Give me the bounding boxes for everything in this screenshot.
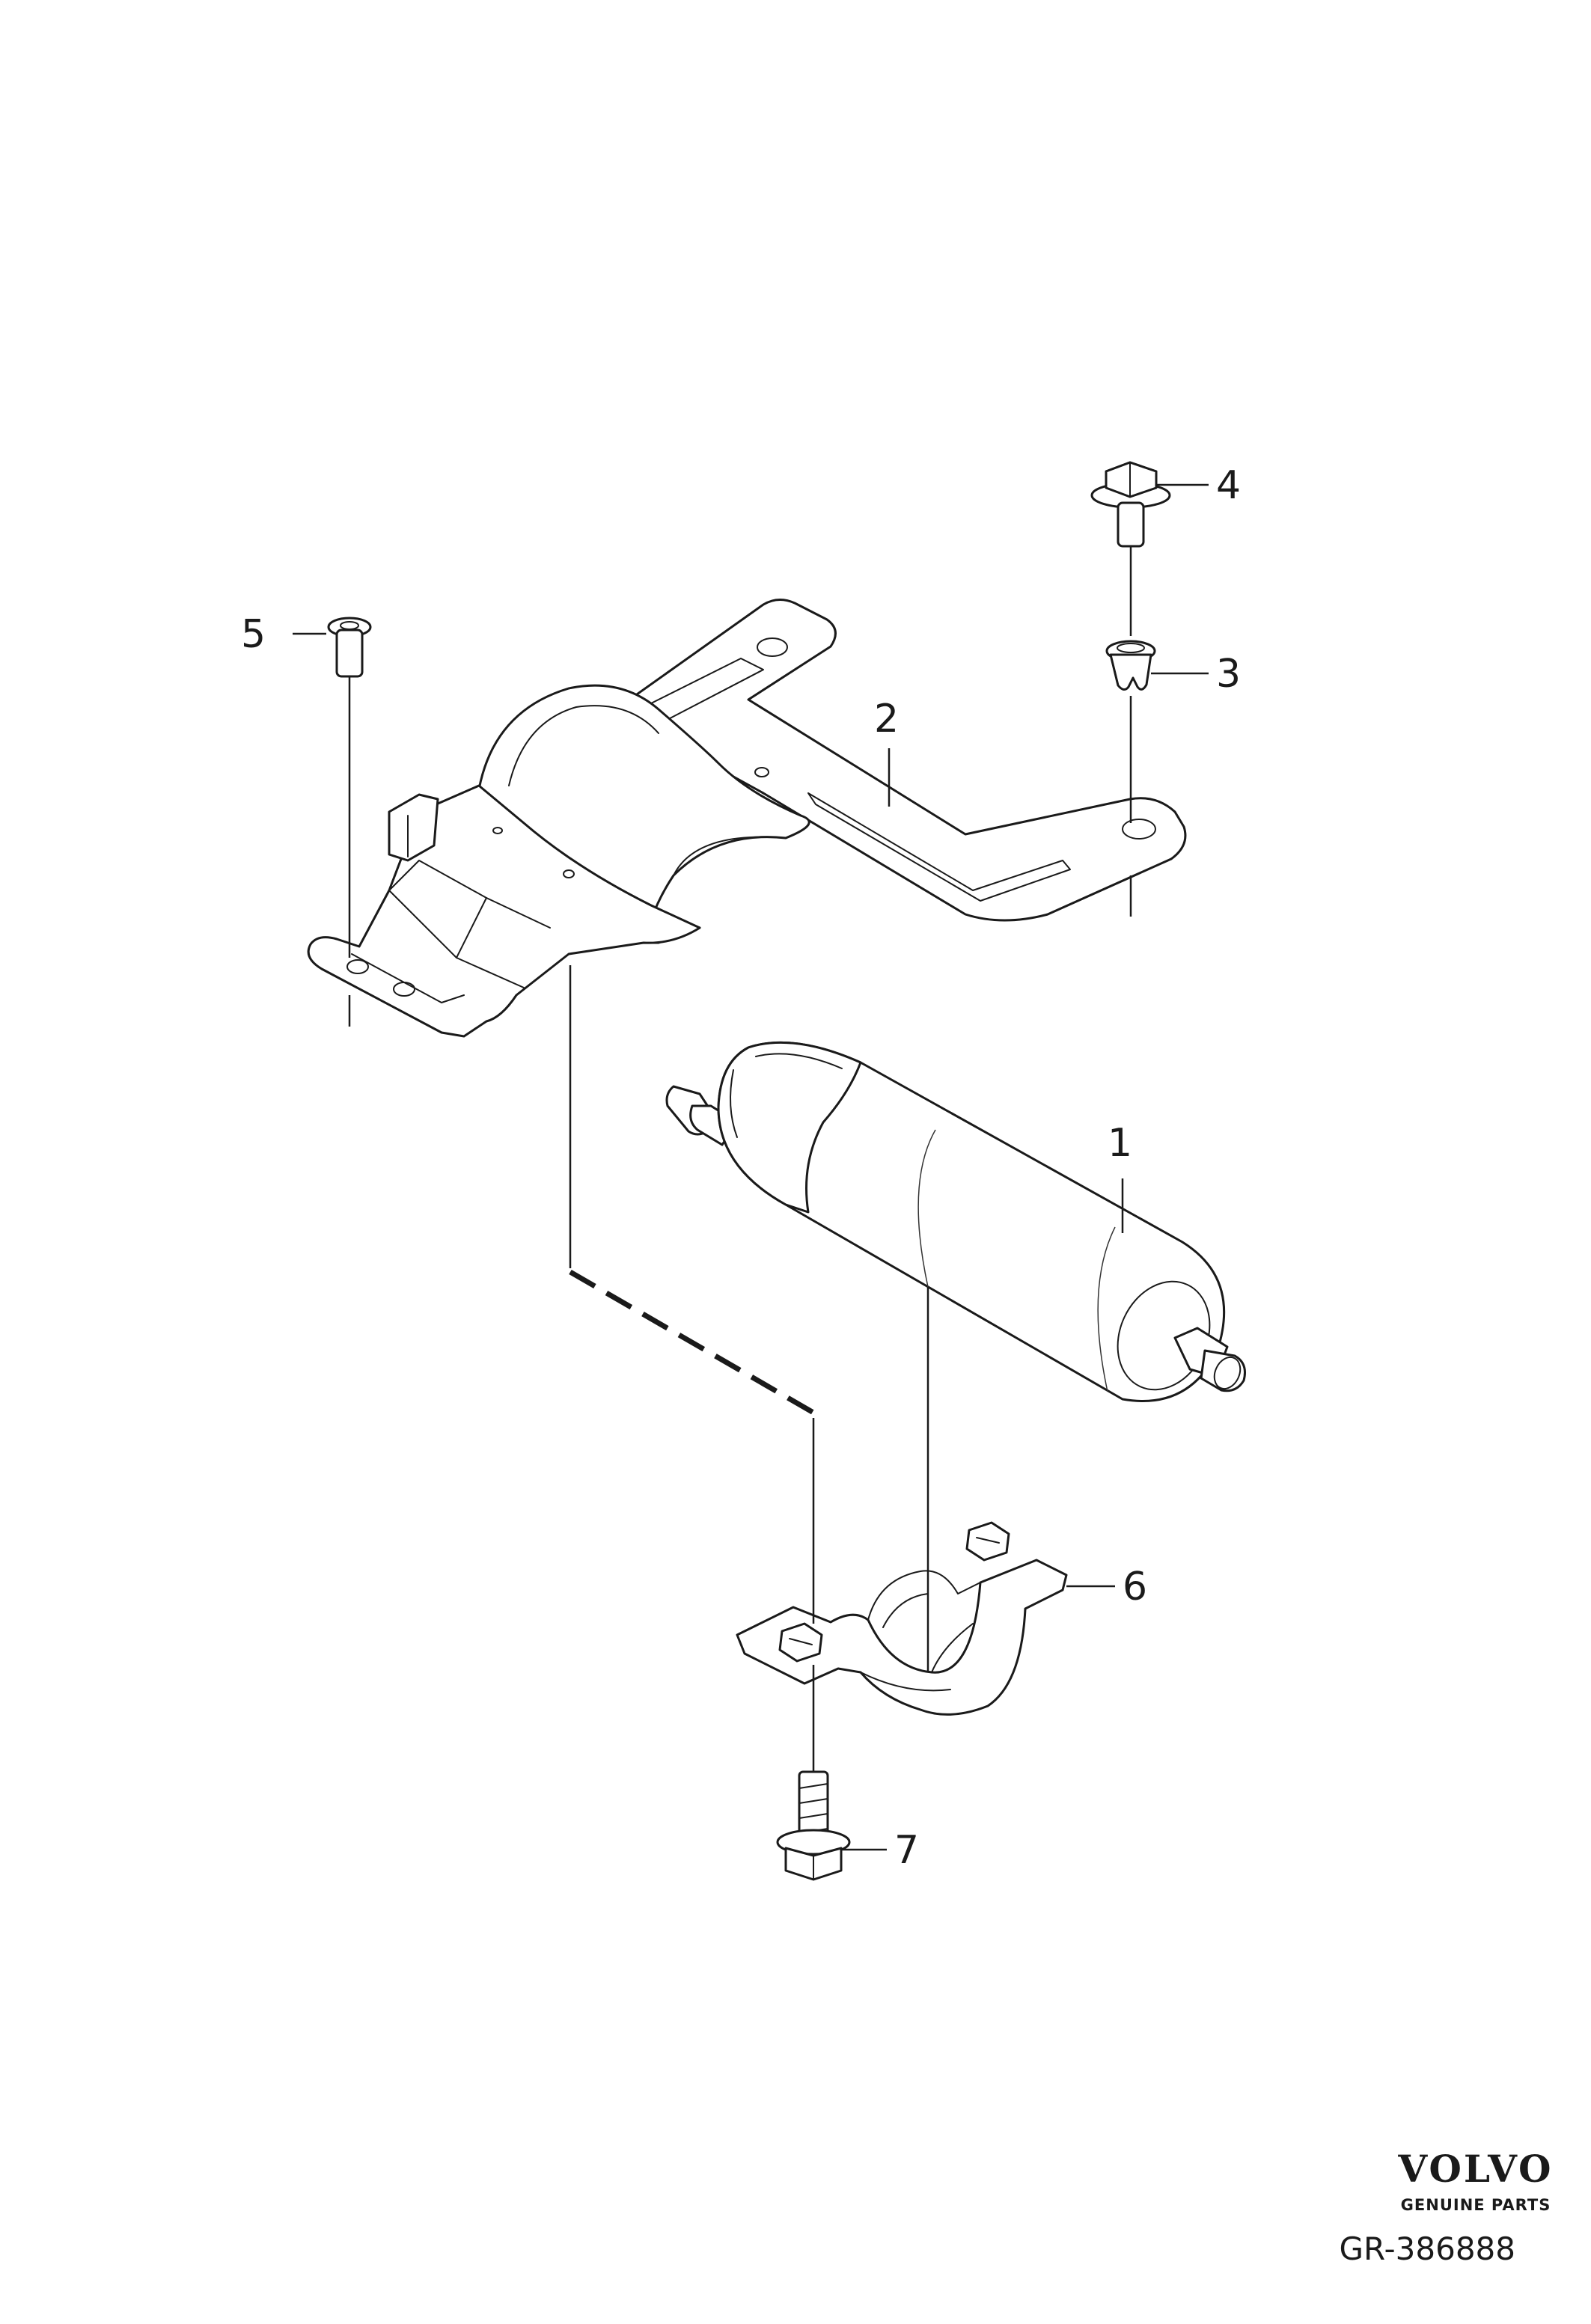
clamp-part-6 (736, 1521, 1068, 1716)
callout-2: 2 (874, 697, 899, 741)
fuel-filter-part-1 (665, 1041, 1246, 1402)
brand-name: VOLVO (1397, 2147, 1553, 2191)
bracket-part-2 (307, 599, 1187, 1038)
callout-1: 1 (1108, 1121, 1132, 1166)
diagram-reference: GR-386888 (1339, 2230, 1515, 2267)
callout-6: 6 (1123, 1565, 1147, 1609)
brand-tagline: GENUINE PARTS (1401, 2196, 1551, 2214)
bolt-part-7 (776, 1770, 851, 1881)
callout-7: 7 (894, 1828, 919, 1873)
alignment-lines (348, 546, 1132, 1772)
callout-labels: 1 2 3 4 5 6 7 (241, 463, 1241, 1873)
clip-nut-part-3 (1105, 640, 1156, 691)
callout-3: 3 (1216, 652, 1241, 697)
callout-4: 4 (1216, 463, 1241, 508)
volvo-logo: VOLVO GENUINE PARTS (1397, 2147, 1553, 2214)
callout-leaders (293, 483, 1209, 1851)
bolt-part-4 (1090, 461, 1171, 548)
rivet-part-5 (327, 617, 372, 678)
callout-5: 5 (241, 612, 266, 657)
